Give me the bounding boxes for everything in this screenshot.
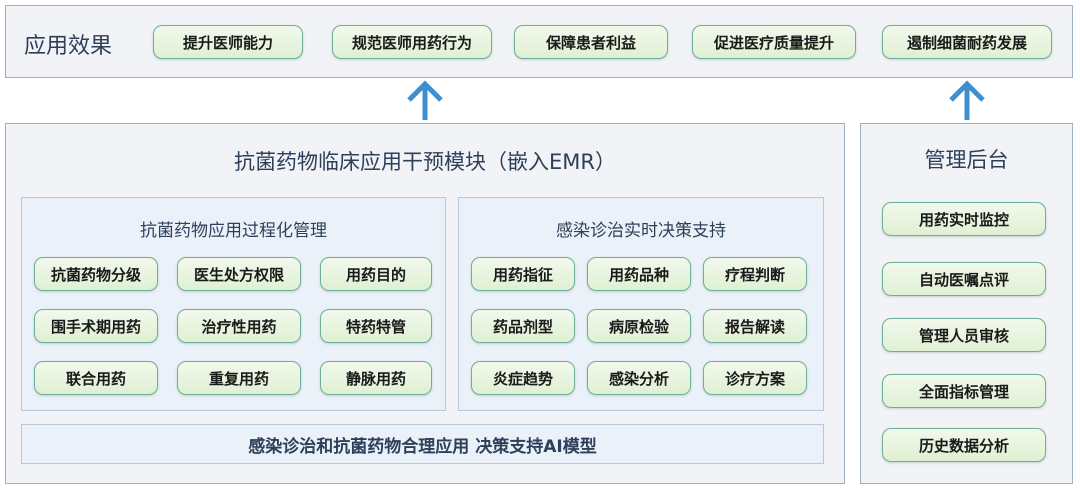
process-item: 治疗性用药 xyxy=(177,309,301,343)
effects-panel: 应用效果 提升医师能力 规范医师用药行为 保障患者利益 促进医疗质量提升 遏制细… xyxy=(5,5,1073,78)
decision-item: 报告解读 xyxy=(703,309,807,343)
decision-item: 疗程判断 xyxy=(703,257,807,291)
arrow-up-icon xyxy=(949,80,985,120)
process-item: 特药特管 xyxy=(320,309,432,343)
process-management-section: 抗菌药物应用过程化管理 抗菌药物分级 医生处方权限 用药目的 围手术期用药 治疗… xyxy=(21,197,446,411)
arrow-up-icon xyxy=(407,80,443,120)
ai-model-label: 感染诊治和抗菌药物合理应用 决策支持AI模型 xyxy=(248,436,597,457)
decision-item: 诊疗方案 xyxy=(703,361,807,395)
admin-item: 全面指标管理 xyxy=(882,374,1046,408)
process-management-title: 抗菌药物应用过程化管理 xyxy=(140,221,327,241)
process-item: 医生处方权限 xyxy=(177,257,301,291)
decision-item: 药品剂型 xyxy=(471,309,575,343)
process-item: 静脉用药 xyxy=(320,361,432,395)
decision-item: 病原检验 xyxy=(587,309,691,343)
admin-item: 管理人员审核 xyxy=(882,318,1046,352)
process-item: 联合用药 xyxy=(34,361,158,395)
process-item: 用药目的 xyxy=(320,257,432,291)
admin-item: 历史数据分析 xyxy=(882,428,1046,462)
effect-item-standardize-behavior: 规范医师用药行为 xyxy=(332,25,492,59)
process-item: 围手术期用药 xyxy=(34,309,158,343)
decision-support-section: 感染诊治实时决策支持 用药指征 用药品种 疗程判断 药品剂型 病原检验 报告解读… xyxy=(458,197,824,411)
process-item: 抗菌药物分级 xyxy=(34,257,158,291)
effect-item-curb-resistance: 遏制细菌耐药发展 xyxy=(882,25,1052,59)
effects-title: 应用效果 xyxy=(24,34,113,59)
module-title: 抗菌药物临床应用干预模块（嵌入EMR） xyxy=(234,150,616,174)
admin-item: 用药实时监控 xyxy=(882,202,1046,236)
ai-model-bar: 感染诊治和抗菌药物合理应用 决策支持AI模型 xyxy=(21,424,824,464)
decision-item: 感染分析 xyxy=(587,361,691,395)
effect-item-improve-ability: 提升医师能力 xyxy=(153,25,303,59)
decision-item: 用药品种 xyxy=(587,257,691,291)
decision-item: 用药指征 xyxy=(471,257,575,291)
process-item: 重复用药 xyxy=(177,361,301,395)
admin-item: 自动医嘱点评 xyxy=(882,262,1046,296)
decision-support-title: 感染诊治实时决策支持 xyxy=(556,221,726,241)
intervention-module-panel: 抗菌药物临床应用干预模块（嵌入EMR） 抗菌药物应用过程化管理 抗菌药物分级 医… xyxy=(5,123,845,484)
decision-item: 炎症趋势 xyxy=(471,361,575,395)
admin-panel: 管理后台 用药实时监控 自动医嘱点评 管理人员审核 全面指标管理 历史数据分析 xyxy=(860,123,1073,484)
effect-item-quality: 促进医疗质量提升 xyxy=(692,25,856,59)
effect-item-protect-patients: 保障患者利益 xyxy=(514,25,668,59)
admin-title: 管理后台 xyxy=(924,148,1009,172)
